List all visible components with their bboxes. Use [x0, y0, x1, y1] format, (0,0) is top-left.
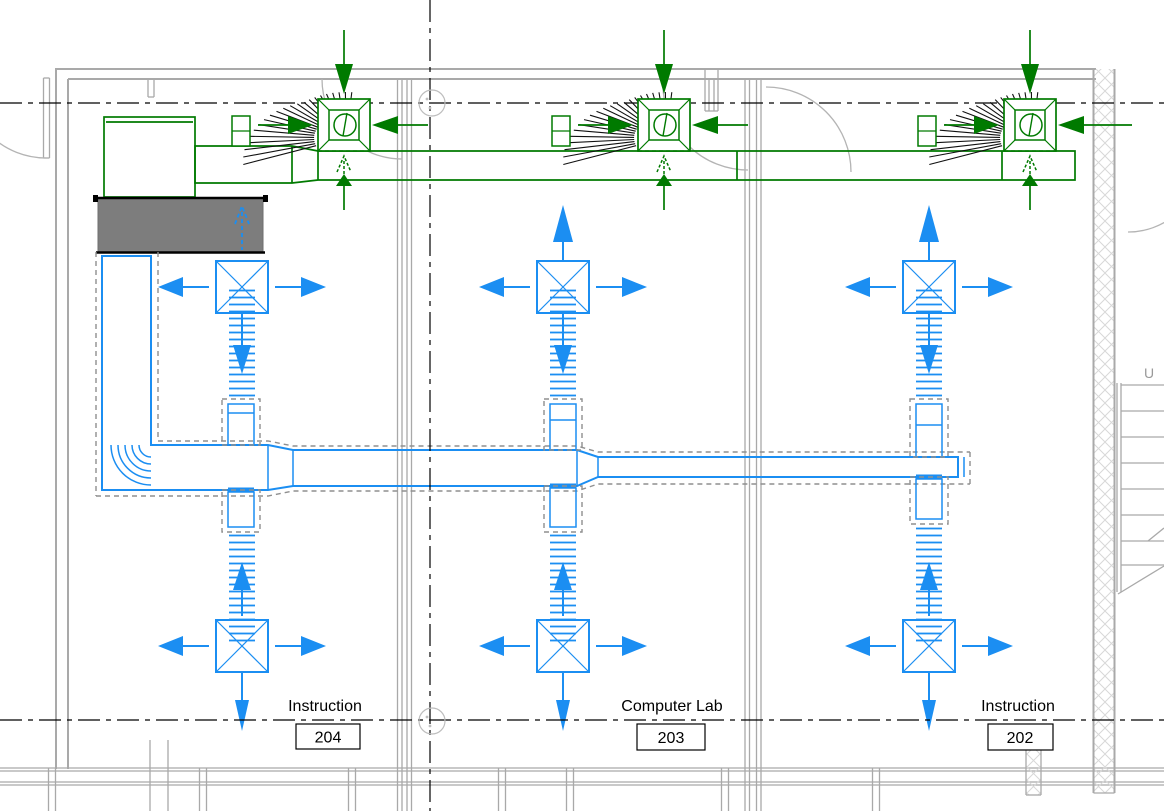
exterior-hatched-wall	[1092, 69, 1116, 794]
window-wall-bottom	[0, 740, 1164, 811]
diffuser-throw-shafts	[241, 242, 930, 702]
stair-treads	[1117, 384, 1164, 595]
walls	[0, 68, 1164, 811]
door-leaf-left	[42, 77, 51, 159]
tap-insulation	[221, 398, 949, 533]
return-equipment-outline[interactable]	[103, 116, 196, 198]
room-number-tag-203[interactable]: 203	[636, 723, 706, 751]
duct-taps[interactable]	[227, 403, 943, 528]
duct-damper-device[interactable]	[551, 115, 571, 147]
supply-duct-insulation	[95, 252, 971, 497]
svg-text:203: 203	[658, 730, 685, 747]
stair-up-label: U	[1144, 365, 1154, 381]
room-number-tag-202[interactable]: 202	[987, 723, 1054, 751]
riser-flow-arrow	[234, 203, 250, 250]
svg-text:202: 202	[1007, 730, 1034, 747]
door-arc-202	[765, 86, 852, 173]
grid-bubble	[418, 707, 446, 735]
room-name-203: Computer Lab	[621, 698, 722, 715]
window-mullions	[47, 768, 881, 811]
elbow-turning-vanes	[110, 444, 152, 486]
flex-duct-runs[interactable]	[229, 287, 942, 646]
svg-text:204: 204	[315, 730, 342, 747]
diffuser-throw-arrows	[158, 205, 1013, 731]
room-number-tag-204[interactable]: 204	[295, 723, 361, 750]
supply-air-system[interactable]	[101, 203, 1013, 731]
room-name-202: Instruction	[981, 698, 1055, 715]
return-duct-main[interactable]	[103, 116, 1076, 198]
supply-main-duct[interactable]	[101, 255, 959, 491]
partition-wall-203-202	[744, 79, 762, 811]
duct-damper-device[interactable]	[231, 115, 251, 147]
fan-coil-unit[interactable]	[93, 195, 268, 254]
room-tags: Instruction 204 Computer Lab 203 Instruc…	[288, 365, 1154, 751]
duct-damper-device[interactable]	[917, 115, 937, 147]
partition-wall-204-203	[396, 79, 413, 811]
grid-bubbles	[418, 89, 446, 735]
door-arc-stair	[1127, 221, 1164, 233]
grid-bubble	[418, 89, 446, 117]
door-arc-left	[0, 142, 47, 159]
return-grilles[interactable]	[231, 29, 1132, 211]
room-name-204: Instruction	[288, 698, 362, 715]
